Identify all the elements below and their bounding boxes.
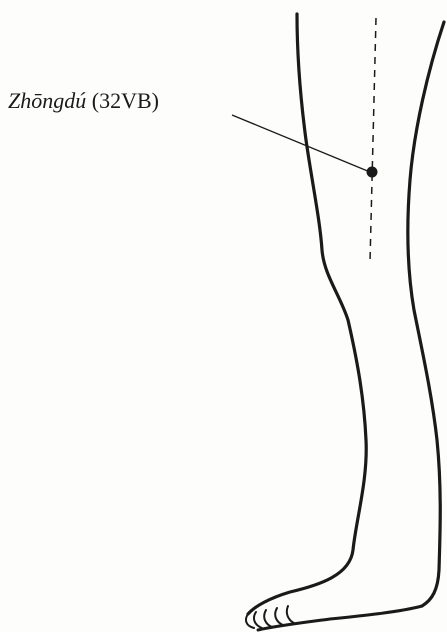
acupoint-label: Zhōngdú (32VB) (8, 88, 159, 114)
leg-outline-front (408, 22, 444, 606)
meridian-dashed-line (370, 18, 376, 262)
acupoint-marker (367, 167, 378, 178)
acupoint-name: Zhōngdú (8, 88, 86, 113)
leg-outline-back (248, 14, 366, 614)
label-leader-line (232, 115, 370, 172)
foot-sole (258, 606, 422, 630)
acupoint-code: (32VB) (92, 88, 159, 113)
